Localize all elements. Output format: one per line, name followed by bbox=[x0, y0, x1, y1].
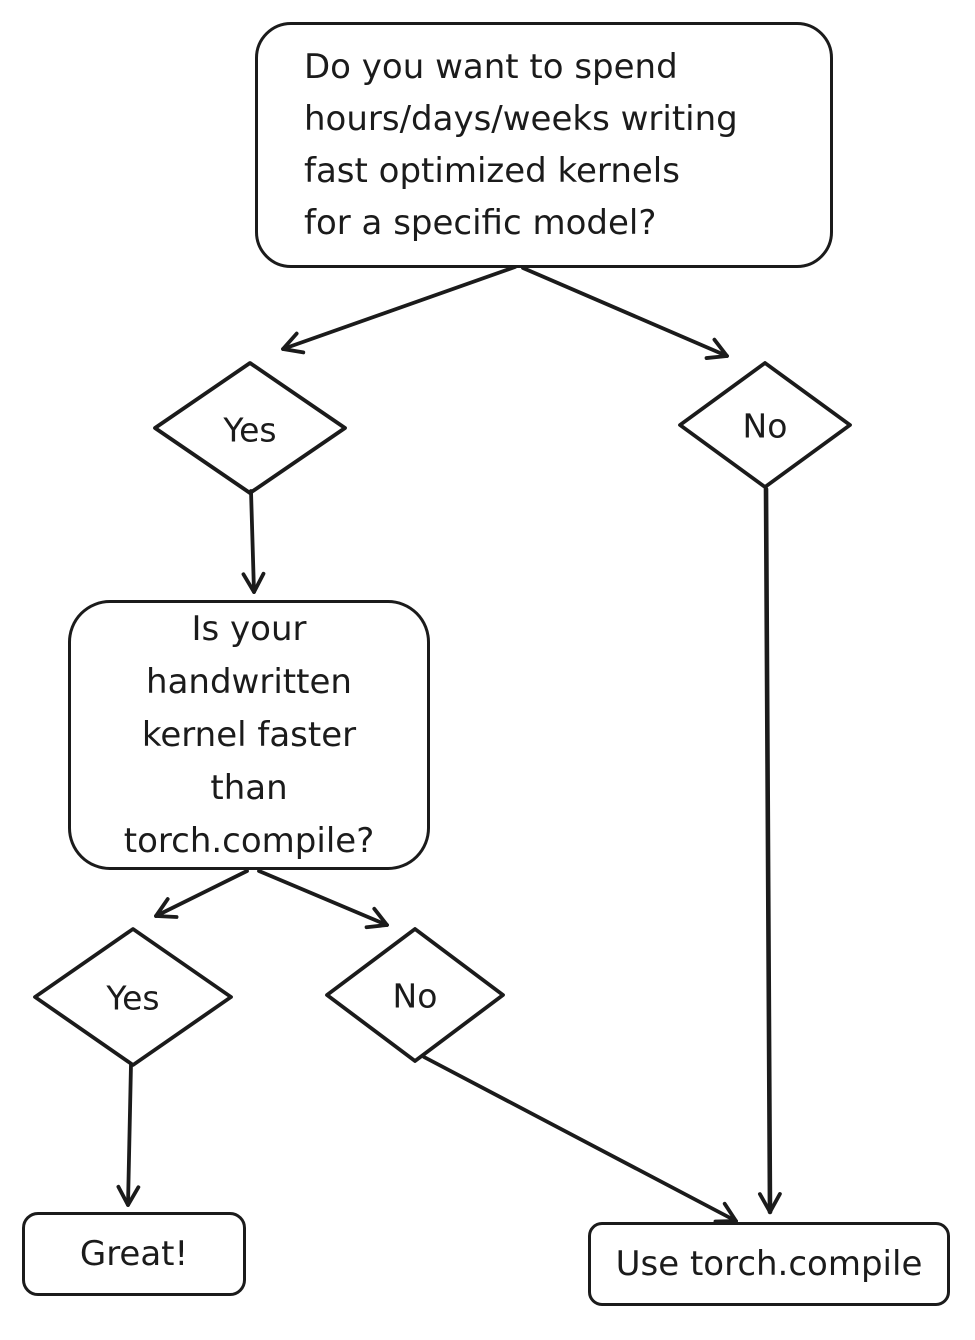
node-result-use-torch-compile-label: Use torch.compile bbox=[615, 1244, 923, 1284]
node-question-spend-time-line: for a specific model? bbox=[304, 203, 657, 243]
decision-label-q2-yes: Yes bbox=[106, 978, 160, 1018]
edge-q2-to-no-arrow bbox=[257, 869, 389, 930]
decision-label-q2-no: No bbox=[392, 976, 438, 1016]
node-question-kernel-faster-line: than bbox=[210, 767, 288, 808]
edge-q1-to-no-arrow bbox=[521, 266, 729, 360]
decision-diamond-q2-yes bbox=[33, 927, 233, 1067]
edge-q2-to-yes-arrow bbox=[154, 869, 249, 919]
node-question-kernel-faster-line: kernel faster bbox=[141, 714, 357, 755]
node-result-great-label: Great! bbox=[79, 1234, 189, 1274]
node-question-kernel-faster: Is your handwritten kernel faster than t… bbox=[68, 600, 430, 870]
decision-diamond-q1-no bbox=[678, 361, 852, 489]
edge-q1yes-to-q2-arrow bbox=[241, 489, 266, 594]
node-result-use-torch-compile: Use torch.compile bbox=[588, 1222, 950, 1306]
edge-q1no-to-usecompile-arrow bbox=[758, 486, 782, 1215]
node-question-spend-time-line: fast optimized kernels bbox=[304, 151, 680, 191]
edge-q2yes-to-great-arrow bbox=[116, 1062, 141, 1207]
decision-diamond-q2-no bbox=[325, 927, 505, 1063]
node-result-great: Great! bbox=[22, 1212, 246, 1296]
decision-label-q1-yes: Yes bbox=[223, 410, 277, 450]
edge-q1-to-yes-arrow bbox=[281, 265, 517, 355]
decision-label-q1-no: No bbox=[742, 406, 788, 446]
decision-diamond-q1-yes bbox=[153, 361, 347, 495]
node-question-spend-time-line: hours/days/weeks writing bbox=[304, 99, 738, 139]
node-question-kernel-faster-line: Is your bbox=[191, 608, 307, 649]
node-question-kernel-faster-line: handwritten bbox=[146, 661, 352, 702]
node-question-spend-time: Do you want to spend hours/days/weeks wr… bbox=[255, 22, 833, 268]
node-question-kernel-faster-line: torch.compile? bbox=[123, 820, 375, 861]
node-question-spend-time-line: Do you want to spend bbox=[304, 47, 678, 87]
edge-q2no-to-usecompile-arrow bbox=[422, 1055, 738, 1224]
